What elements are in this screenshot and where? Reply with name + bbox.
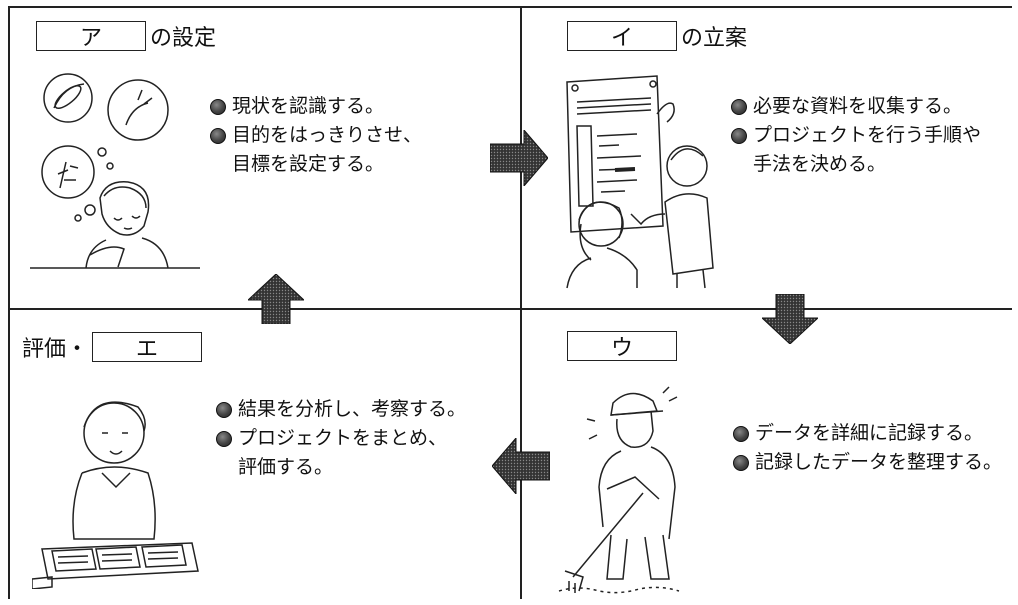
- bullet-dot-icon: [731, 99, 747, 115]
- bullet-dot-icon: [210, 128, 226, 144]
- bullet-list: 結果を分析し、考察する。 プロジェクトをまとめ、 評価する。: [216, 395, 466, 482]
- bullet-item: プロジェクトをまとめ、: [216, 424, 466, 453]
- poster-hanging-illustration: [566, 75, 714, 289]
- blank-box-ア: ア: [36, 21, 146, 51]
- bullet-list: 必要な資料を収集する。 プロジェクトを行う手順や 手法を決める。: [731, 92, 981, 179]
- bullet-item: 結果を分析し、考察する。: [216, 395, 466, 424]
- bullet-continuation: 評価する。: [238, 456, 334, 478]
- step-suffix: の立案: [681, 26, 748, 51]
- step-suffix: の設定: [150, 26, 217, 51]
- bullet-list: 現状を認識する。 目的をはっきりさせ、 目標を設定する。: [210, 92, 422, 179]
- bullet-dot-icon: [210, 99, 226, 115]
- bullet-dot-icon: [216, 402, 232, 418]
- bullet-dot-icon: [733, 426, 749, 442]
- arrow-right-icon: [490, 130, 548, 186]
- bullet-list: データを詳細に記録する。 記録したデータを整理する。: [733, 419, 1002, 477]
- step-title: イ の立案: [567, 20, 747, 52]
- bullet-continuation: 手法を決める。: [753, 153, 887, 175]
- arrow-left-icon: [492, 438, 550, 494]
- left-border: [8, 6, 10, 599]
- blank-box-イ: イ: [567, 21, 677, 51]
- horizontal-divider: [8, 308, 1012, 310]
- step-イ: イ の立案 必要な資料を収集する。 プロジェクトを行う手順や 手法を決める。: [521, 6, 1012, 308]
- bullet-item: 必要な資料を収集する。: [731, 92, 981, 121]
- step-title: ウ: [567, 331, 677, 361]
- blank-box-ウ: ウ: [567, 331, 677, 361]
- arrow-down-icon: [762, 294, 818, 344]
- field-worker-illustration: [558, 386, 680, 594]
- top-border: [8, 6, 1012, 8]
- step-title: 評価・ エ: [22, 331, 203, 363]
- arrow-up-icon: [248, 274, 304, 324]
- bullet-dot-icon: [733, 455, 749, 471]
- blank-box-エ: エ: [92, 332, 203, 362]
- bullet-item: データを詳細に記録する。: [733, 419, 1002, 448]
- thinking-person-illustration: [30, 73, 200, 269]
- reading-person-illustration: [32, 401, 199, 589]
- bullet-item: 目的をはっきりさせ、: [210, 121, 422, 150]
- bullet-continuation: 目標を設定する。: [232, 153, 385, 175]
- step-ア: ア の設定 現状を認識する。 目的をはっきりさせ、 目標を設定する。: [8, 6, 520, 308]
- bullet-item: 記録したデータを整理する。: [733, 448, 1002, 477]
- bullet-dot-icon: [216, 431, 232, 447]
- step-title: ア の設定: [36, 20, 216, 52]
- vertical-divider: [520, 6, 522, 599]
- bullet-dot-icon: [731, 128, 747, 144]
- step-エ: 評価・ エ 結果を分析し、考察する。 プロジェクトをまとめ、 評価する。: [8, 309, 520, 599]
- bullet-item: 現状を認識する。: [210, 92, 422, 121]
- diagram-frame: [8, 6, 1012, 599]
- bullet-item: プロジェクトを行う手順や: [731, 121, 981, 150]
- step-ウ: ウ データを詳細に記録する。 記録したデータを整理する。: [521, 309, 1012, 599]
- step-prefix: 評価・: [22, 337, 89, 362]
